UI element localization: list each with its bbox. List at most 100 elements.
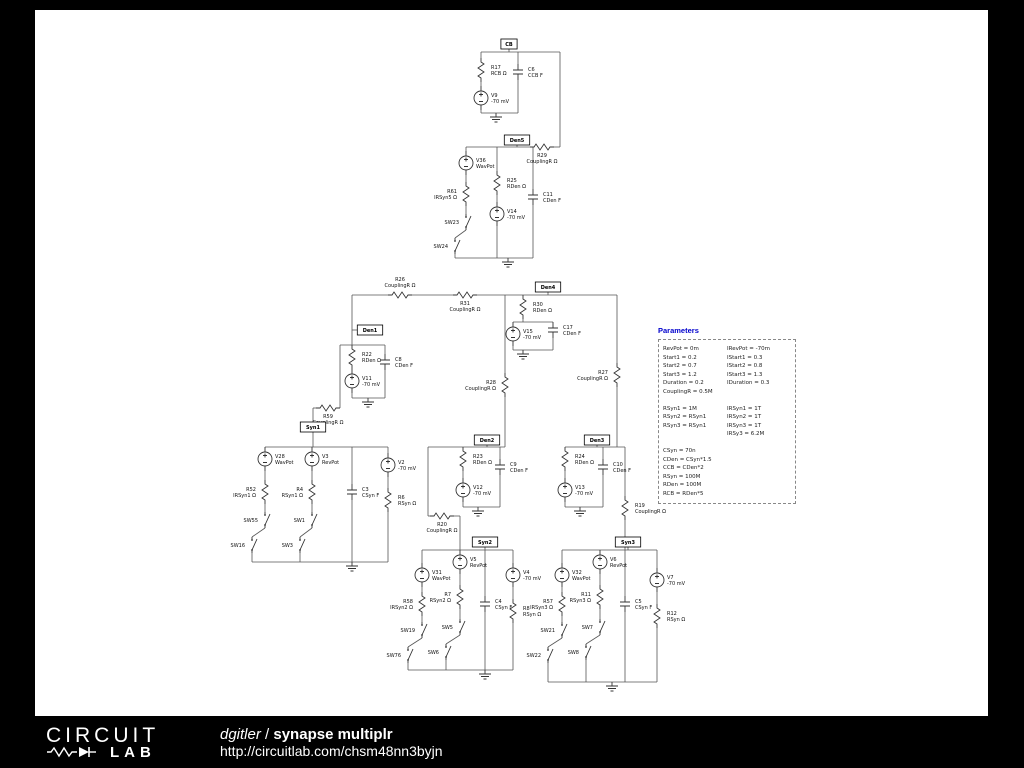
net-label-den3: Den3: [583, 434, 611, 446]
component-name-label: C6: [528, 67, 535, 73]
parameter-row: RCB = RDen*5: [663, 490, 704, 497]
component-name-label: R30: [533, 302, 543, 308]
component-name-label: SW8: [568, 650, 579, 656]
component-name-label: R12: [667, 611, 677, 617]
component-value-label: RDen Ω: [362, 358, 381, 364]
component-value-label: CDen F: [510, 468, 528, 474]
component-name-label: R4: [296, 487, 303, 493]
sw-sw23: SW23: [445, 214, 472, 230]
component-name-label: R59: [323, 414, 333, 420]
parameter-row: CouplingR = 0.5M: [663, 388, 713, 395]
component-name-label: SW21: [541, 628, 555, 634]
component-name-label: SW6: [428, 650, 439, 656]
parameter-row: [663, 439, 791, 448]
component-name-label: R17: [491, 65, 501, 71]
component-name-label: R23: [473, 454, 483, 460]
wire: [445, 634, 461, 645]
net-label-syn2: Syn2: [471, 536, 499, 548]
component-value-label: WavPot: [476, 164, 495, 170]
component-name-label: R29: [537, 153, 547, 159]
wire: [407, 637, 423, 648]
parameters-title: Parameters: [658, 326, 699, 335]
component-name-label: R24: [575, 454, 585, 460]
component-value-label: -70 mV: [491, 99, 510, 105]
net-label-den2: Den2: [473, 434, 501, 446]
component-name-label: V36: [476, 158, 486, 164]
component-value-label: IRSyn2 Ω: [390, 605, 413, 611]
component-name-label: R61: [447, 189, 457, 195]
sw-sw76: SW76: [387, 647, 414, 663]
component-value-label: -70 mV: [473, 491, 492, 497]
component-name-label: C3: [362, 487, 369, 493]
component-name-label: SW22: [527, 653, 541, 659]
net-label-text: Den5: [510, 138, 525, 144]
component-name-label: R22: [362, 352, 372, 358]
component-name-label: R19: [635, 503, 645, 509]
src-v11: V11-70 mV: [344, 369, 381, 393]
logo-text-circuit: CIRCUIT: [46, 723, 160, 747]
component-value-label: CouplingR Ω: [450, 307, 481, 313]
component-name-label: V2: [398, 460, 405, 466]
sw-sw3: SW3: [282, 537, 306, 553]
logo-text-lab: LAB: [110, 743, 156, 761]
component-name-label: V31: [432, 570, 442, 576]
ground-icon: [517, 350, 529, 360]
component-value-label: CDen F: [543, 198, 561, 204]
net-label-text: Den2: [480, 438, 495, 444]
schematic-url[interactable]: http://circuitlab.com/chsm48nn3byjn: [220, 742, 443, 759]
ground-icon: [606, 682, 618, 692]
gnd-sym: [502, 258, 514, 268]
parameter-row: RDen = 100M: [663, 482, 702, 488]
sw-sw16: SW16: [231, 537, 258, 553]
component-name-label: R28: [486, 380, 496, 386]
logo-resistor-diode-icon: [47, 746, 96, 758]
circuitlab-logo[interactable]: CIRCUIT LAB: [46, 723, 178, 761]
wire: [251, 527, 266, 538]
src-v7: V7-70 mV: [649, 568, 686, 592]
component-name-label: V13: [575, 485, 585, 491]
component-name-label: C10: [613, 462, 623, 468]
gnd-sym: [362, 398, 374, 408]
parameter-row: RSyn = 100M: [663, 473, 701, 480]
component-value-label: RDen Ω: [473, 460, 492, 466]
ground-icon: [346, 562, 358, 572]
net-label-syn1: Syn1: [299, 421, 327, 433]
component-value-label: CouplingR Ω: [635, 509, 666, 515]
component-name-label: SW3: [282, 543, 293, 549]
wire: [454, 229, 467, 239]
component-value-label: CDen F: [563, 331, 581, 337]
sw-sw7: SW7: [582, 619, 606, 635]
component-value-label: CouplingR Ω: [427, 528, 458, 534]
gnd-sym: [574, 507, 586, 517]
component-value-label: CouplingR Ω: [313, 420, 344, 426]
title-separator: /: [260, 725, 274, 743]
